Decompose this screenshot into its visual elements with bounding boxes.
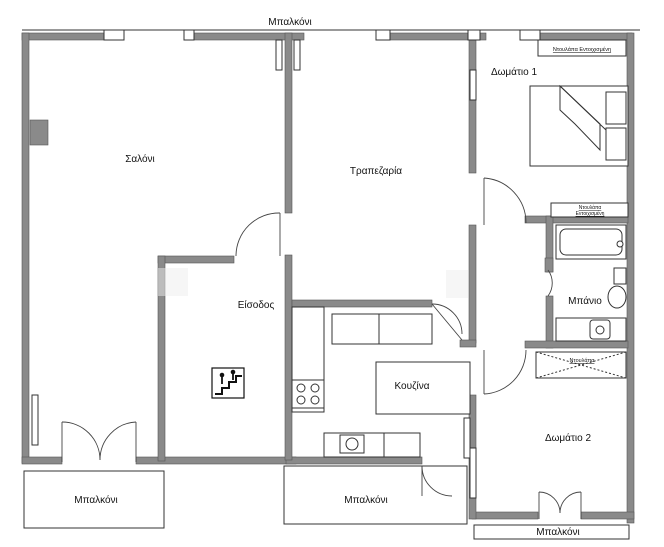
windows bbox=[31, 29, 541, 499]
wardrobe-room1-top-label: Ντουλάπα Εντοιχισμένη bbox=[553, 46, 611, 53]
balcony-bottom-middle-label: Μπαλκόνι bbox=[344, 494, 388, 506]
balcony-bottom-right bbox=[473, 524, 630, 540]
wardrobe-room1-lower-label-1: Ντουλάπα bbox=[579, 204, 602, 211]
balcony-bottom-left-label: Μπαλκόνι bbox=[74, 494, 118, 506]
room-label-eisodos: Είσοδος bbox=[238, 299, 275, 311]
balcony-top-label: Μπαλκόνι bbox=[268, 16, 312, 28]
room-label-kouzina: Κουζίνα bbox=[395, 380, 430, 392]
kitchen-fixtures bbox=[291, 306, 471, 458]
room1-furniture bbox=[529, 39, 629, 218]
outer-walls bbox=[21, 32, 635, 524]
room-label-trapezaria: Τραπεζαρία bbox=[350, 165, 402, 177]
watermark bbox=[158, 268, 468, 298]
wardrobe-room2-label: Ντουλάπα bbox=[570, 357, 596, 364]
wardrobe-room1-lower-label-2: Εντοιχισμένη bbox=[576, 210, 605, 217]
stairs-icon bbox=[211, 367, 245, 399]
room-label-banio: Μπάνιο bbox=[568, 295, 602, 307]
room-label-domatio1: Δωμάτιο 1 bbox=[491, 66, 538, 78]
room-label-domatio2: Δωμάτιο 2 bbox=[545, 432, 592, 444]
balcony-bottom-right-label: Μπαλκόνι bbox=[536, 526, 580, 538]
room2-furniture bbox=[535, 351, 627, 379]
interior-walls bbox=[29, 32, 629, 520]
balcony-bottom-left bbox=[23, 470, 165, 529]
room-label-saloni: Σαλόνι bbox=[125, 153, 155, 165]
bathroom-fixtures bbox=[555, 224, 627, 342]
balcony-bottom-middle bbox=[283, 465, 468, 525]
doors bbox=[61, 177, 582, 519]
